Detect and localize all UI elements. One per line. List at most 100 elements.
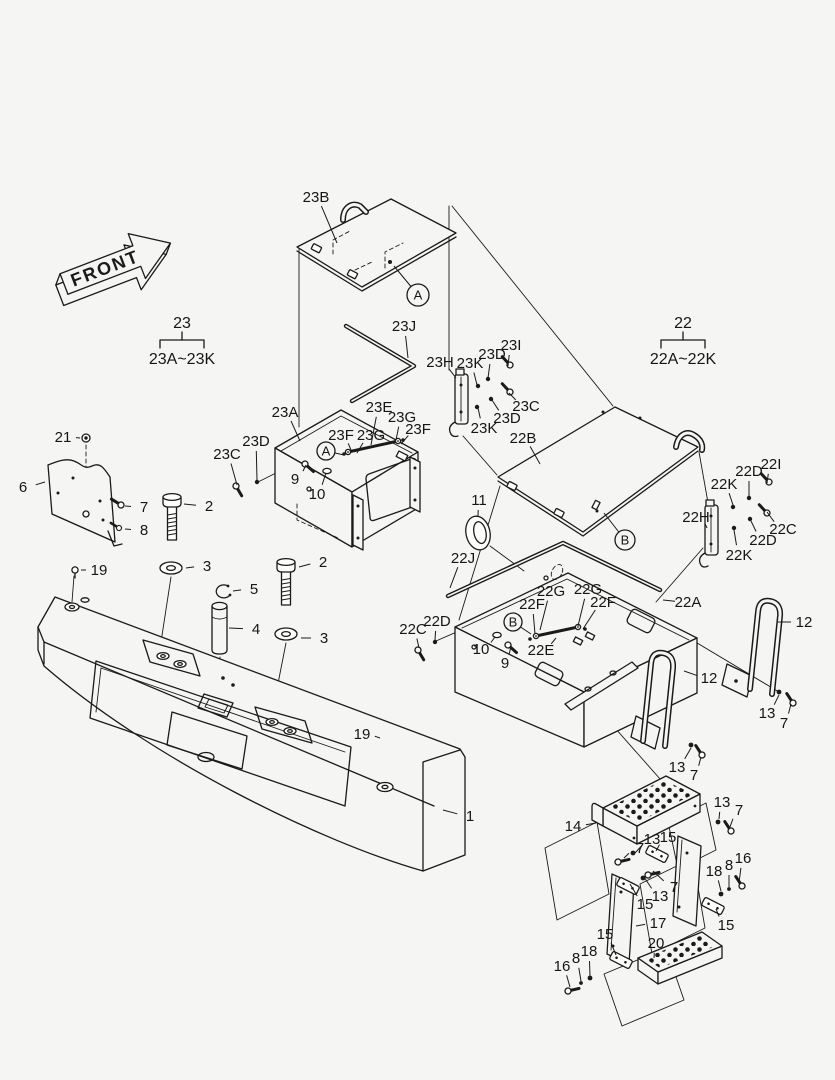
step-mount-bar — [564, 661, 639, 711]
side-rail-17-right — [672, 835, 702, 927]
callout-label: 14 — [565, 818, 582, 835]
callout-4-27: 4 — [228, 621, 260, 638]
callout-23a-9: 23A — [272, 404, 301, 442]
callout-15-73: 15 — [597, 926, 617, 956]
callout-22j-34: 22J — [449, 550, 475, 589]
callout-3-25: 3 — [185, 558, 211, 575]
callout-label: 22D — [423, 613, 451, 630]
callout-23d-18: 23D — [242, 433, 270, 481]
detail-marker-b-2: B — [603, 512, 636, 551]
washer-10 — [306, 467, 332, 492]
callout-label: 22F — [590, 594, 616, 611]
callout-21-19: 21 — [55, 429, 81, 446]
washer-13 — [640, 875, 646, 881]
callout-label: 7 — [636, 840, 644, 857]
washer-13 — [776, 689, 782, 695]
detail-marker-b-3: B — [503, 612, 532, 635]
callout-22g-46: 22G — [574, 581, 602, 627]
callout-label: 22C — [769, 521, 797, 538]
callout-23h-2: 23H — [426, 354, 457, 379]
callout-12-52: 12 — [778, 614, 812, 631]
callout-label: 22D — [735, 463, 763, 480]
seal-strip-23J — [343, 323, 417, 404]
latch-pin — [591, 499, 601, 513]
callout-label: 23I — [501, 337, 522, 354]
callout-label: 22K — [726, 547, 753, 564]
rod-22E — [534, 625, 580, 638]
callout-22f-47: 22F — [519, 596, 545, 635]
callout-label: 13 — [714, 794, 731, 811]
callout-label: 23A — [272, 404, 299, 421]
hinge-23H — [448, 355, 516, 438]
callout-label: 13 — [652, 888, 669, 905]
callout-23d-4: 23D — [478, 346, 506, 379]
callout-23b-0: 23B — [303, 189, 338, 244]
callout-22e-49: 22E — [528, 637, 557, 659]
group-header-22: 22 22A~22K — [650, 315, 717, 368]
callout-label: 12 — [796, 614, 813, 631]
callout-16-70: 16 — [735, 850, 751, 884]
callout-6-20: 6 — [19, 479, 46, 496]
callout-label: 22B — [510, 430, 537, 447]
callout-22k-42: 22K — [726, 529, 753, 564]
nut-22K — [730, 504, 736, 510]
washer-18 — [587, 975, 593, 981]
washer-23D — [254, 479, 260, 485]
callout-22h-36: 22H — [682, 509, 710, 529]
bolt-2 — [276, 557, 296, 606]
fasteners — [71, 492, 388, 748]
callout-22g-45: 22G — [537, 583, 565, 631]
callout-label: 22F — [519, 596, 545, 613]
callout-22d-41: 22D — [749, 520, 777, 549]
callout-label: 13 — [644, 831, 661, 848]
callout-7-55: 7 — [780, 703, 792, 732]
callout-label: 19 — [91, 562, 108, 579]
latch-22 — [572, 631, 596, 646]
callout-23k-8: 23K — [471, 407, 497, 437]
callout-label: 23E — [366, 399, 393, 416]
callout-label: 23J — [392, 318, 416, 335]
callout-label: 6 — [19, 479, 27, 496]
callout-18-68: 18 — [706, 863, 723, 892]
callout-label: 23D — [493, 410, 521, 427]
callout-label: 22D — [749, 532, 777, 549]
grommet-11 — [465, 515, 491, 551]
washer-10 — [471, 631, 502, 650]
callout-label: 21 — [55, 429, 72, 446]
bolt-7 — [690, 744, 709, 761]
callout-23g-14: 23G — [356, 427, 385, 454]
callout-label: 23D — [478, 346, 506, 363]
callout-label: 22A — [675, 594, 702, 611]
callout-23c-6: 23C — [508, 392, 540, 415]
detail-marker-letter: A — [414, 288, 423, 303]
callout-22d-38: 22D — [735, 463, 763, 496]
callout-label: 18 — [706, 863, 723, 880]
washer-18 — [718, 891, 724, 897]
step-assembly — [544, 775, 749, 1027]
callout-13-65: 13 — [643, 876, 669, 905]
group-header-23: 23 23A~23K — [149, 315, 216, 368]
callout-7-64: 7 — [652, 870, 678, 896]
callout-23j-1: 23J — [392, 318, 416, 359]
callout-label: 23F — [405, 421, 431, 438]
callout-label: 13 — [669, 759, 686, 776]
counterweight-1 — [37, 596, 466, 872]
front-arrow: FRONT — [55, 232, 172, 307]
callout-15-66: 15 — [629, 883, 653, 913]
callout-label: 23K — [457, 355, 484, 372]
washer-22D — [432, 639, 438, 645]
callout-3-29: 3 — [301, 630, 328, 647]
callout-label: 22G — [537, 583, 565, 600]
callout-label: 23H — [426, 354, 454, 371]
callout-label: 22H — [682, 509, 710, 526]
callout-label: 23B — [303, 189, 330, 206]
callout-18-76: 18 — [581, 943, 598, 977]
callout-13-54: 13 — [759, 694, 780, 722]
callout-23d-7: 23D — [491, 399, 521, 427]
callout-label: 18 — [581, 943, 598, 960]
washer-13 — [630, 850, 636, 856]
callout-8-75: 8 — [572, 950, 582, 982]
handle-12-left — [630, 649, 709, 761]
callout-label: 13 — [759, 705, 776, 722]
group-22-number: 22 — [674, 315, 692, 332]
